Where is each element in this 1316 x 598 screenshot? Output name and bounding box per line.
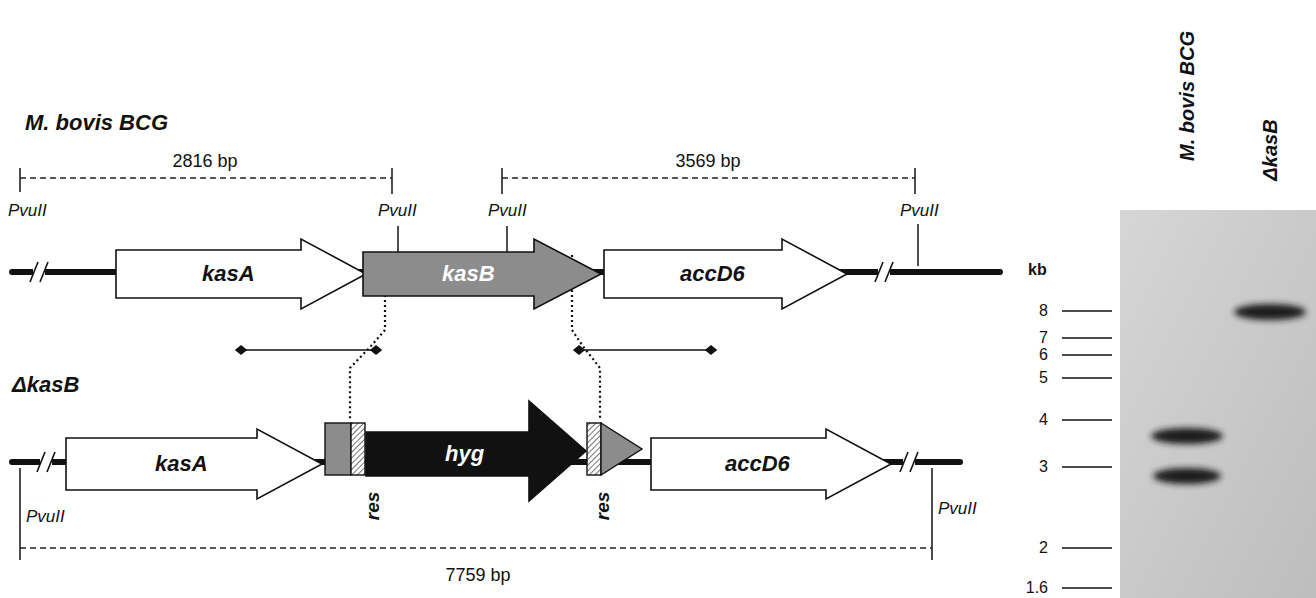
- map-label: PvuII: [488, 202, 527, 219]
- map-label: M. bovis BCG: [25, 112, 168, 134]
- size-marker: 6: [1039, 347, 1048, 363]
- map-label: 2816 bp: [172, 152, 237, 170]
- gene-name: kasA: [155, 451, 208, 477]
- gene-arrow: hyg: [365, 400, 587, 502]
- gene-arrow: kasA: [115, 238, 367, 310]
- gene-arrow: accD6: [650, 428, 892, 500]
- size-marker: 5: [1039, 370, 1048, 386]
- gene-arrow: kasA: [65, 428, 323, 500]
- lane-label: res: [593, 492, 612, 521]
- gene-name: accD6: [680, 261, 745, 287]
- gene-arrow: accD6: [603, 238, 848, 310]
- map-label: PvuII: [900, 202, 939, 219]
- probe-markers: [236, 346, 716, 354]
- southern-blot: [1062, 210, 1316, 598]
- size-marker: 3: [1039, 459, 1048, 475]
- size-marker: 7: [1039, 330, 1048, 346]
- size-marker: 1.6: [1026, 580, 1048, 596]
- lane-label: res: [363, 492, 382, 521]
- map-label: ΔkasB: [12, 374, 79, 396]
- map-label: PvuII: [938, 500, 977, 517]
- gene-name: accD6: [725, 451, 790, 477]
- map-label: 3569 bp: [675, 152, 740, 170]
- map-label: PvuII: [26, 508, 65, 525]
- gene-name: hyg: [445, 441, 484, 467]
- lane-label: ΔkasB: [1260, 119, 1280, 180]
- size-marker: 4: [1039, 412, 1048, 428]
- size-marker: 2: [1039, 540, 1048, 556]
- size-marker: 8: [1039, 303, 1048, 319]
- map-label: PvuII: [378, 202, 417, 219]
- map-label: 7759 bp: [445, 566, 510, 584]
- gene-name: kasB: [442, 261, 495, 287]
- lane-label: M. bovis BCG: [1177, 31, 1197, 161]
- gene-arrow: kasB: [362, 238, 602, 310]
- gene-name: kasA: [202, 261, 255, 287]
- map-label: PvuII: [8, 202, 47, 219]
- map-label: kb: [1028, 262, 1047, 278]
